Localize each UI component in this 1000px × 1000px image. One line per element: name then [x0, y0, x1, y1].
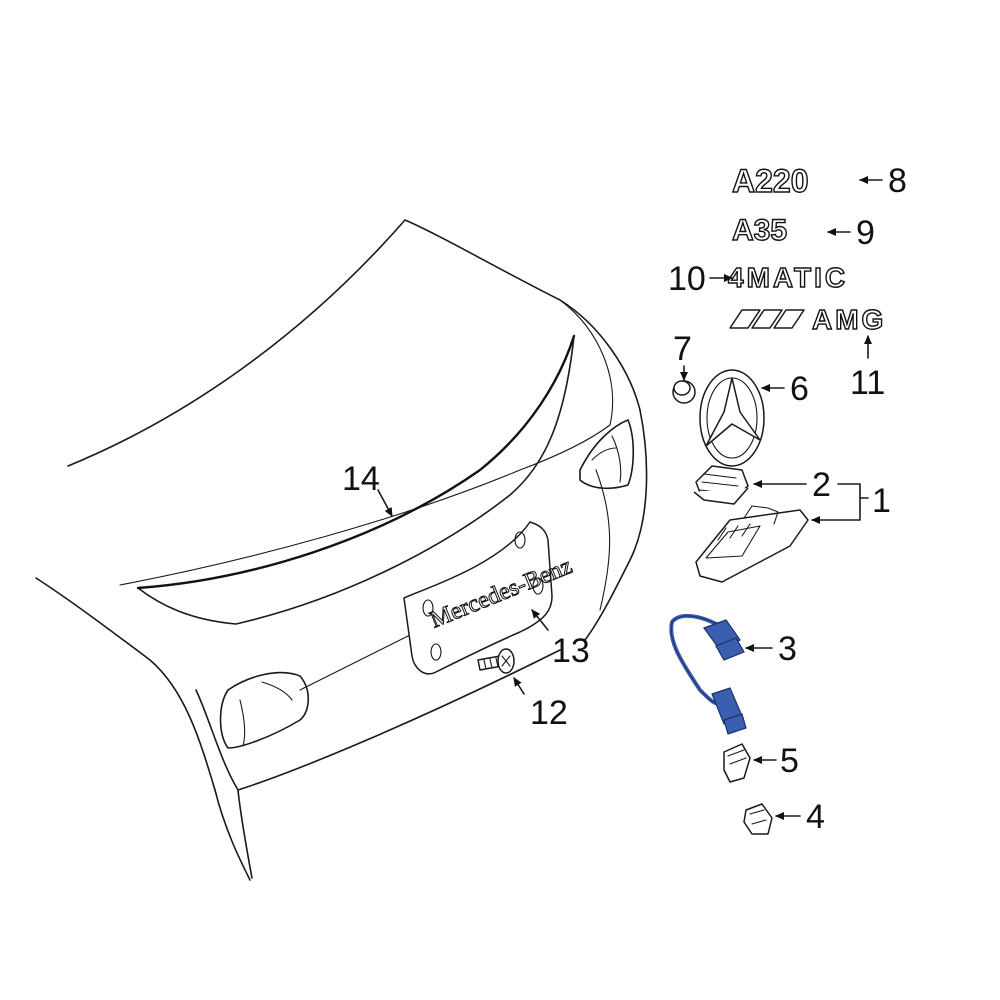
- badge-4matic: 4MATIC: [728, 262, 848, 293]
- callout-13: 13: [552, 632, 590, 670]
- badge-a220: A220: [732, 163, 809, 199]
- grommet: [672, 380, 696, 404]
- wire-clip: [723, 743, 751, 783]
- badge-amg: AMG: [812, 304, 886, 335]
- callout-7: 7: [673, 330, 692, 368]
- callout-1: 1: [872, 482, 891, 520]
- callout-2: 2: [812, 466, 831, 504]
- lamp-bulb-socket: [693, 465, 749, 505]
- callout-9: 9: [856, 214, 875, 252]
- license-lamp-housing: [695, 505, 809, 583]
- callout-4: 4: [806, 798, 825, 836]
- callout-3: 3: [778, 630, 797, 668]
- trunk-lid-outline: [35, 219, 648, 881]
- callout-11: 11: [850, 364, 885, 402]
- license-plate-bracket: Mercedes-Benz: [403, 521, 576, 675]
- three-pointed-star-icon: [699, 369, 765, 467]
- leader-arrow-icon: [377, 176, 883, 820]
- badge-a35: A35: [732, 214, 787, 247]
- callout-14: 14: [342, 460, 380, 498]
- left-tail-light: [219, 671, 310, 749]
- callout-10: 10: [668, 260, 706, 298]
- mounting-clip: [743, 803, 773, 835]
- callout-6: 6: [790, 370, 809, 408]
- right-tail-light: [579, 419, 635, 490]
- callout-12: 12: [530, 694, 568, 732]
- plate-screw: [477, 648, 515, 674]
- lamp-wire-harness: [669, 613, 747, 735]
- callout-8: 8: [888, 162, 907, 200]
- callout-5: 5: [780, 742, 799, 780]
- badge-amg-stripes: [729, 309, 805, 329]
- trunk-spoiler: [136, 334, 576, 625]
